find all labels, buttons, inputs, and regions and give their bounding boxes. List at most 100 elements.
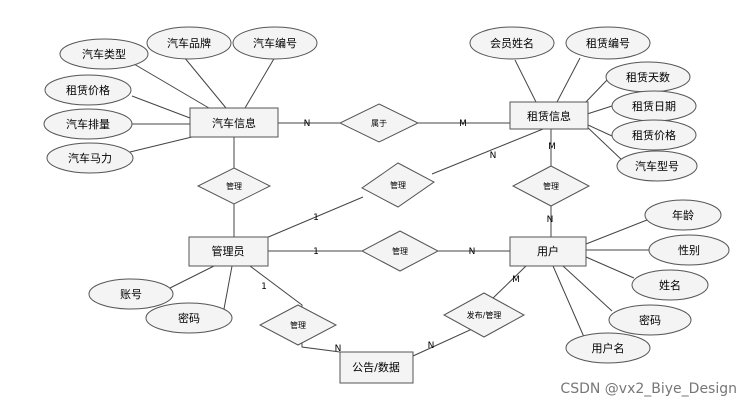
- cardinality-label: N: [304, 119, 311, 129]
- relationship-manage-admin-rental: 管理: [361, 162, 435, 208]
- attribute-label: 租赁价格: [632, 128, 676, 142]
- cardinality-label: M: [459, 119, 467, 129]
- relationship-label: 管理: [226, 181, 242, 191]
- attr-user-age: 年龄: [644, 199, 722, 231]
- entity-car-info: 汽车信息: [189, 107, 279, 138]
- attr-car-no: 汽车编号: [232, 26, 318, 60]
- attr-user-name: 姓名: [631, 269, 709, 301]
- cardinality-label: N: [335, 344, 342, 354]
- entity-label: 公告/数据: [352, 360, 400, 374]
- attr-member-name: 会员姓名: [469, 26, 555, 60]
- cardinality-label: 1: [261, 282, 267, 292]
- entity-user: 用户: [509, 236, 587, 267]
- attribute-label: 汽车编号: [253, 36, 297, 50]
- edge-admin-manage: [265, 196, 364, 239]
- attribute-label: 租赁编号: [586, 36, 630, 50]
- edge-user-age: [585, 219, 648, 245]
- attribute-label: 性别: [678, 243, 700, 257]
- cardinality-label: N: [428, 341, 435, 351]
- attr-car-brand: 汽车品牌: [146, 26, 232, 60]
- edge-admin-account: [169, 265, 215, 289]
- attr-rental-model: 汽车型号: [616, 150, 698, 182]
- watermark-text: CSDN @vx2_Biye_Design: [560, 381, 737, 397]
- attribute-label: 会员姓名: [490, 36, 534, 50]
- edge-car-hp: [129, 135, 197, 153]
- attribute-label: 汽车品牌: [167, 36, 211, 50]
- attribute-label: 密码: [178, 311, 200, 325]
- entity-label: 管理员: [212, 244, 245, 258]
- relationship-manage-admin-notice: 管理: [258, 304, 338, 346]
- entity-label: 租赁信息: [527, 109, 571, 123]
- edge-user-pwd: [562, 265, 613, 312]
- edge-car-no: [244, 56, 276, 109]
- attr-admin-password: 密码: [145, 302, 233, 334]
- edge-rental-model: [583, 123, 625, 163]
- edge-car-price: [131, 95, 191, 119]
- cardinalities: N M N 1 1 N M N 1 N N M: [261, 119, 556, 354]
- relationship-label: 属于: [371, 119, 387, 128]
- relationship-manage-user-rental: 管理: [511, 165, 591, 207]
- attr-car-horsepower: 汽车马力: [46, 142, 134, 174]
- attributes: 汽车类型 汽车品牌 汽车编号 租赁价格 汽车排量 汽车马力 会员姓名 租赁编号: [43, 26, 730, 364]
- attribute-label: 汽车马力: [68, 151, 112, 165]
- entity-admin: 管理员: [188, 236, 269, 267]
- attribute-label: 汽车类型: [82, 47, 126, 61]
- attr-car-type: 汽车类型: [59, 38, 149, 70]
- relationship-label: 管理: [543, 181, 559, 191]
- relationship-manage-car: 管理: [196, 167, 272, 205]
- edge-admin-pwd: [223, 265, 233, 310]
- entities: 汽车信息 租赁信息 管理员 用户 公告/数据: [188, 101, 589, 384]
- attr-user-gender: 性别: [648, 234, 730, 266]
- edge-user-name: [585, 256, 635, 279]
- edge-rental-no: [556, 57, 581, 103]
- edge-car-brand: [183, 56, 227, 109]
- cardinality-label: 1: [313, 247, 319, 257]
- attribute-label: 租赁天数: [626, 70, 670, 84]
- cardinality-label: N: [469, 247, 476, 257]
- edge-member-name: [514, 59, 537, 103]
- entity-label: 汽车信息: [212, 116, 256, 130]
- entity-rental-info: 租赁信息: [509, 101, 589, 130]
- attribute-label: 用户名: [592, 341, 625, 355]
- edge-rental-days: [583, 78, 609, 105]
- attribute-label: 汽车型号: [635, 159, 679, 173]
- attribute-label: 租赁价格: [66, 83, 110, 97]
- attr-car-displacement: 汽车排量: [43, 108, 133, 140]
- attr-rental-date: 租赁日期: [611, 90, 697, 122]
- relationship-manage-admin-user: 管理: [360, 230, 440, 272]
- attribute-label: 汽车排量: [66, 117, 110, 131]
- relationship-label: 管理: [290, 320, 306, 330]
- relationship-label: 管理: [390, 180, 406, 190]
- attr-rental-no: 租赁编号: [565, 26, 651, 60]
- attr-admin-account: 账号: [88, 278, 174, 310]
- edge-user-username: [552, 265, 585, 338]
- relationships: 属于 管理 管理 管理 管理 管理 发布/管理: [196, 103, 591, 346]
- attr-user-username: 用户名: [565, 332, 651, 364]
- attribute-label: 姓名: [659, 278, 681, 292]
- entity-label: 用户: [537, 244, 559, 258]
- edge-manage-rental: [431, 126, 549, 175]
- cardinality-label: 1: [313, 213, 319, 223]
- cardinality-label: M: [548, 142, 556, 152]
- cardinality-label: N: [490, 151, 497, 161]
- attr-rental-price: 租赁价格: [611, 119, 697, 151]
- relationship-belongs: 属于: [338, 103, 420, 143]
- attr-rental-days: 租赁天数: [605, 61, 691, 93]
- entity-notice-data: 公告/数据: [339, 351, 414, 384]
- relationship-label: 管理: [392, 246, 408, 256]
- cardinality-label: M: [512, 275, 520, 285]
- edge-rental-date: [583, 105, 613, 116]
- edge-rental-price: [587, 124, 613, 137]
- attribute-label: 账号: [120, 288, 142, 301]
- relationship-publish-user-notice: 发布/管理: [442, 292, 526, 338]
- attribute-label: 年龄: [672, 208, 694, 222]
- attribute-label: 密码: [639, 313, 661, 327]
- cardinality-label: N: [547, 215, 554, 225]
- attr-user-password: 密码: [608, 304, 692, 336]
- attr-car-price: 租赁价格: [44, 74, 132, 106]
- edge-car-type: [133, 63, 215, 112]
- attribute-label: 租赁日期: [632, 99, 676, 113]
- relationship-label: 发布/管理: [467, 310, 502, 320]
